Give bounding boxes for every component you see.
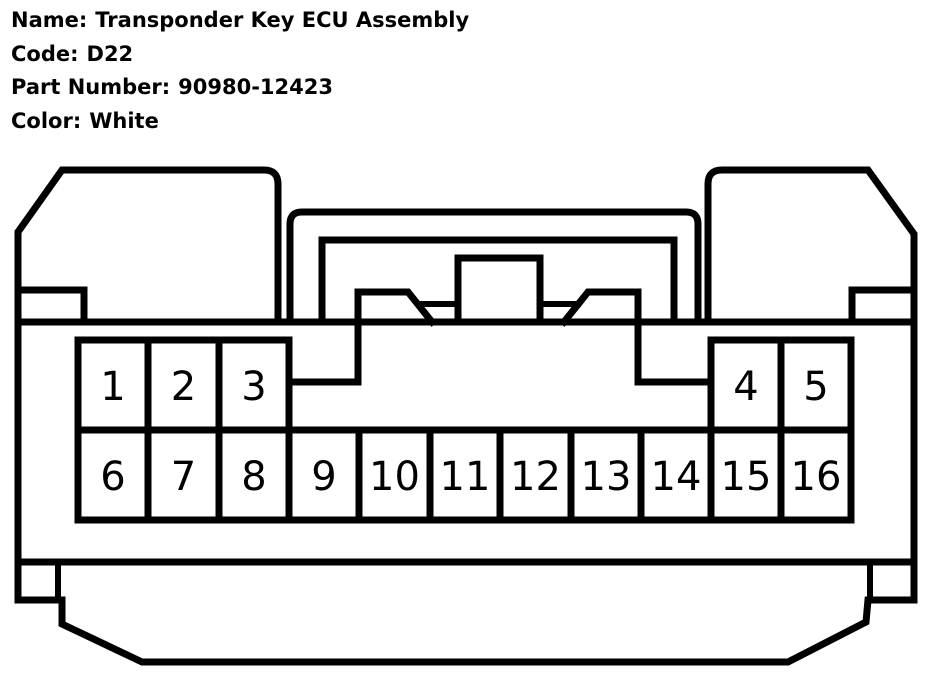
housing-outline bbox=[14, 166, 918, 666]
pin-label-5: 5 bbox=[803, 364, 828, 410]
left-shoulder bbox=[14, 286, 88, 326]
pin-label-6: 6 bbox=[100, 454, 125, 500]
part-number-line: Part Number: 90980-12423 bbox=[11, 71, 469, 105]
pin-cells bbox=[74, 336, 855, 524]
name-line: Name: Transponder Key ECU Assembly bbox=[11, 4, 469, 38]
part-number-label: Part Number: bbox=[11, 75, 171, 99]
name-value: Transponder Key ECU Assembly bbox=[95, 8, 470, 32]
latch-tab bbox=[454, 254, 544, 326]
color-line: Color: White bbox=[11, 105, 469, 139]
pin-label-9: 9 bbox=[311, 454, 336, 500]
right-shoulder bbox=[848, 286, 918, 326]
lock-cavity bbox=[318, 236, 678, 326]
code-line: Code: D22 bbox=[11, 38, 469, 72]
connector-info: Name: Transponder Key ECU Assembly Code: D… bbox=[11, 4, 469, 138]
pin-label-3: 3 bbox=[241, 364, 266, 410]
code-value: D22 bbox=[86, 41, 134, 66]
pin-label-14: 14 bbox=[651, 454, 702, 500]
pin-label-13: 13 bbox=[581, 454, 632, 500]
pin-label-15: 15 bbox=[721, 454, 772, 500]
lock-hood bbox=[286, 208, 702, 326]
key-step-left bbox=[286, 318, 362, 386]
pin-label-4: 4 bbox=[733, 364, 758, 410]
key-step-right bbox=[634, 318, 714, 386]
color-value: White bbox=[89, 108, 159, 133]
pin-label-11: 11 bbox=[440, 454, 491, 500]
part-number-value: 90980-12423 bbox=[178, 75, 333, 99]
pin-label-1: 1 bbox=[100, 364, 125, 410]
pin-cell-16 bbox=[777, 426, 855, 524]
pin-label-16: 16 bbox=[791, 454, 842, 500]
pin-label-12: 12 bbox=[510, 454, 561, 500]
pin-label-2: 2 bbox=[171, 364, 196, 410]
pin-label-8: 8 bbox=[241, 454, 266, 500]
name-label: Name: bbox=[11, 8, 88, 32]
code-label: Code: bbox=[11, 41, 79, 66]
pin-label-7: 7 bbox=[171, 454, 196, 500]
pin-label-10: 10 bbox=[369, 454, 420, 500]
color-label: Color: bbox=[11, 108, 82, 133]
